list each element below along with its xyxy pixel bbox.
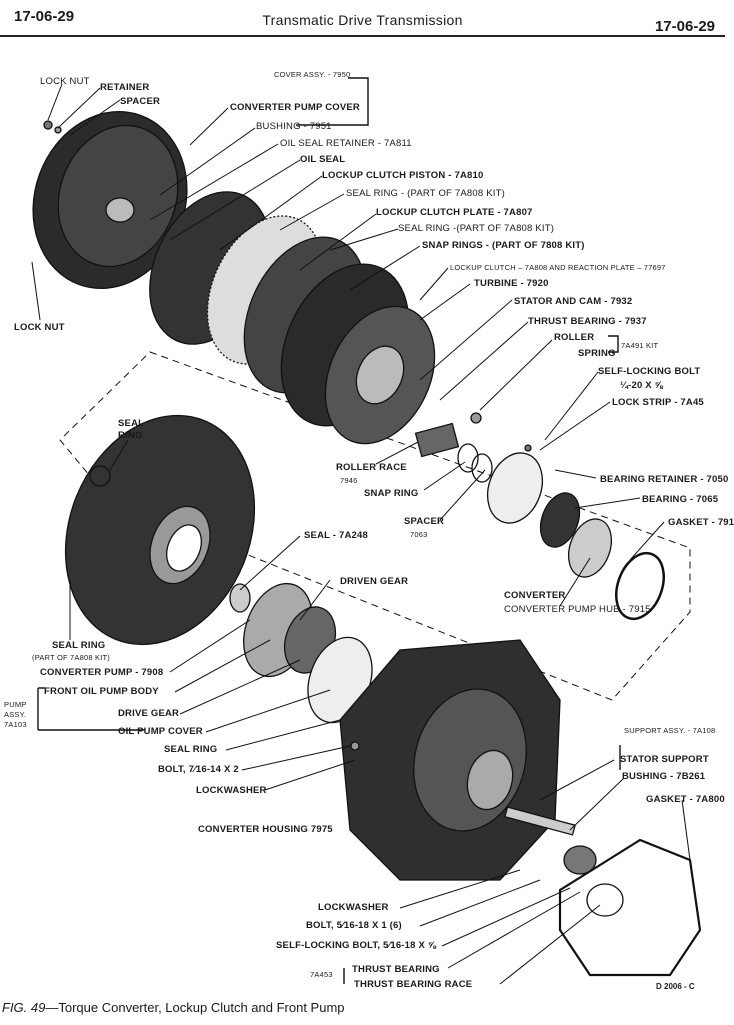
label-lock-nut-top: LOCK NUT xyxy=(40,76,90,87)
clutch-plates-part xyxy=(149,191,436,445)
label-converter-pump-hub: CONVERTER PUMP HUB - 7915 xyxy=(504,604,651,615)
small-rings-part xyxy=(414,412,532,483)
label-snap-ring: SNAP RING xyxy=(364,488,419,499)
page-number-left: 17-06-29 xyxy=(14,8,75,25)
label-lockup-clutch-plate: LOCKUP CLUTCH PLATE - 7A807 xyxy=(376,207,533,218)
label-self-locking-bolt-size: ¼-20 x ⅝ xyxy=(620,380,663,391)
page-title: Transmatic Drive Transmission xyxy=(262,12,463,28)
label-oil-seal-retainer: OIL SEAL RETAINER - 7A811 xyxy=(280,138,412,149)
label-seal-ring-lower: SEAL RING xyxy=(52,640,106,651)
label-thrust-bearing-7937: THRUST BEARING - 7937 xyxy=(528,316,647,327)
label-lockwasher-2: LOCKWASHER xyxy=(318,902,389,913)
label-bushing-7b261: BUSHING - 7B261 xyxy=(622,771,706,782)
label-spacer-top: SPACER xyxy=(120,96,161,107)
label-converter-pump-hub-1: CONVERTER xyxy=(504,590,566,601)
label-seal-ring-kit-2: SEAL RING -(PART OF 7A808 KIT) xyxy=(398,223,555,234)
label-thrust-bearing-race: THRUST BEARING RACE xyxy=(354,979,473,990)
label-oil-seal: OIL SEAL xyxy=(300,154,346,165)
figure-number: FIG. 49 xyxy=(2,1000,46,1015)
label-bearing: BEARING - 7065 xyxy=(642,494,719,505)
label-self-locking-bolt-top: SELF-LOCKING BOLT xyxy=(598,366,701,377)
label-lockup-clutch-reaction: LOCKUP CLUTCH – 7A808 AND REACTION PLATE… xyxy=(450,263,666,272)
label-lock-nut-left: LOCK NUT xyxy=(14,322,65,333)
label-roller-race: ROLLER RACE xyxy=(336,462,407,473)
label-pump-assy: PUMP ASSY. 7A103 xyxy=(4,700,27,729)
label-roller-race-num: 7946 xyxy=(340,476,358,485)
label-stator-cam: STATOR AND CAM - 7932 xyxy=(514,296,633,307)
label-seal-ring-lower-kit: (PART OF 7A808 KIT) xyxy=(32,653,110,662)
converter-housing-part xyxy=(339,639,576,881)
leader-lines xyxy=(31,83,691,985)
diagram-code: D 2006 - C xyxy=(656,982,695,991)
label-lockup-clutch-piston: LOCKUP CLUTCH PISTON - 7A810 xyxy=(322,170,484,181)
figure-caption-text: —Torque Converter, Lockup Clutch and Fro… xyxy=(45,1000,345,1015)
label-self-locking-bolt-bottom: SELF-LOCKING BOLT, 5⁄16-18 x ⅝ xyxy=(276,940,436,951)
label-converter-housing: CONVERTER HOUSING 7975 xyxy=(198,824,333,835)
label-snap-rings: SNAP RINGS - (PART OF 7808 KIT) xyxy=(422,240,585,251)
label-drive-gear: DRIVE GEAR xyxy=(118,708,180,719)
converter-pump-part xyxy=(64,414,256,646)
label-seal-7a248: SEAL - 7A248 xyxy=(304,530,369,541)
label-bolt-7-16: BOLT, 7⁄16-14 x 2 xyxy=(158,764,239,775)
label-lock-strip: LOCK STRIP - 7A45 xyxy=(612,397,704,408)
label-retainer: RETAINER xyxy=(100,82,150,93)
label-converter-pump-cover: CONVERTER PUMP COVER xyxy=(230,102,360,113)
label-thrust-bearing: THRUST BEARING xyxy=(352,964,440,975)
label-bolt-5-16: BOLT, 5⁄16-18 x 1 (6) xyxy=(306,920,402,931)
label-spring: SPRING xyxy=(578,348,616,359)
converter-pump-cover-part xyxy=(32,110,188,290)
label-stator-support: STATOR SUPPORT xyxy=(620,754,709,765)
label-lockwasher-1: LOCKWASHER xyxy=(196,785,267,796)
label-turbine: TURBINE - 7920 xyxy=(474,278,549,289)
label-oil-pump-cover: OIL PUMP COVER xyxy=(118,726,203,737)
hub-assembly-part xyxy=(486,452,665,621)
label-kit-7a491: 7A491 KIT xyxy=(621,341,659,350)
figure-caption: FIG. 49—Torque Converter, Lockup Clutch … xyxy=(2,1000,345,1015)
dashed-outline xyxy=(59,351,691,701)
label-support-assy: SUPPORT ASSY. - 7A108 xyxy=(624,726,716,735)
label-bushing-7951: BUSHING - 7951 xyxy=(256,121,332,132)
label-gasket-7a800: GASKET - 7A800 xyxy=(646,794,725,805)
label-seal-ring-upper-1: SEAL xyxy=(118,418,145,429)
label-driven-gear: DRIVEN GEAR xyxy=(340,576,409,587)
rear-gasket-part xyxy=(558,838,702,977)
label-cover-assy: COVER ASSY. - 7950 xyxy=(274,70,351,79)
label-seal-ring-pump: SEAL RING xyxy=(164,744,218,755)
label-seal-ring-kit-1: SEAL RING - (PART OF 7A808 KIT) xyxy=(346,188,505,199)
page-number-right: 17-06-29 xyxy=(654,18,715,35)
label-spacer: SPACER xyxy=(404,516,445,527)
header-rule xyxy=(0,35,725,37)
label-spacer-num: 7063 xyxy=(410,530,428,539)
label-roller: ROLLER xyxy=(554,332,595,343)
label-thrust-bearing-num: 7A453 xyxy=(310,970,333,979)
label-bearing-retainer: BEARING RETAINER - 7050 xyxy=(600,474,729,485)
brackets xyxy=(37,77,621,984)
label-seal-ring-upper: RING xyxy=(118,430,143,441)
label-gasket-791: GASKET - 791 xyxy=(668,517,734,528)
label-front-oil-pump-body: FRONT OIL PUMP BODY xyxy=(44,686,159,697)
label-converter-pump: CONVERTER PUMP - 7908 xyxy=(40,667,164,678)
